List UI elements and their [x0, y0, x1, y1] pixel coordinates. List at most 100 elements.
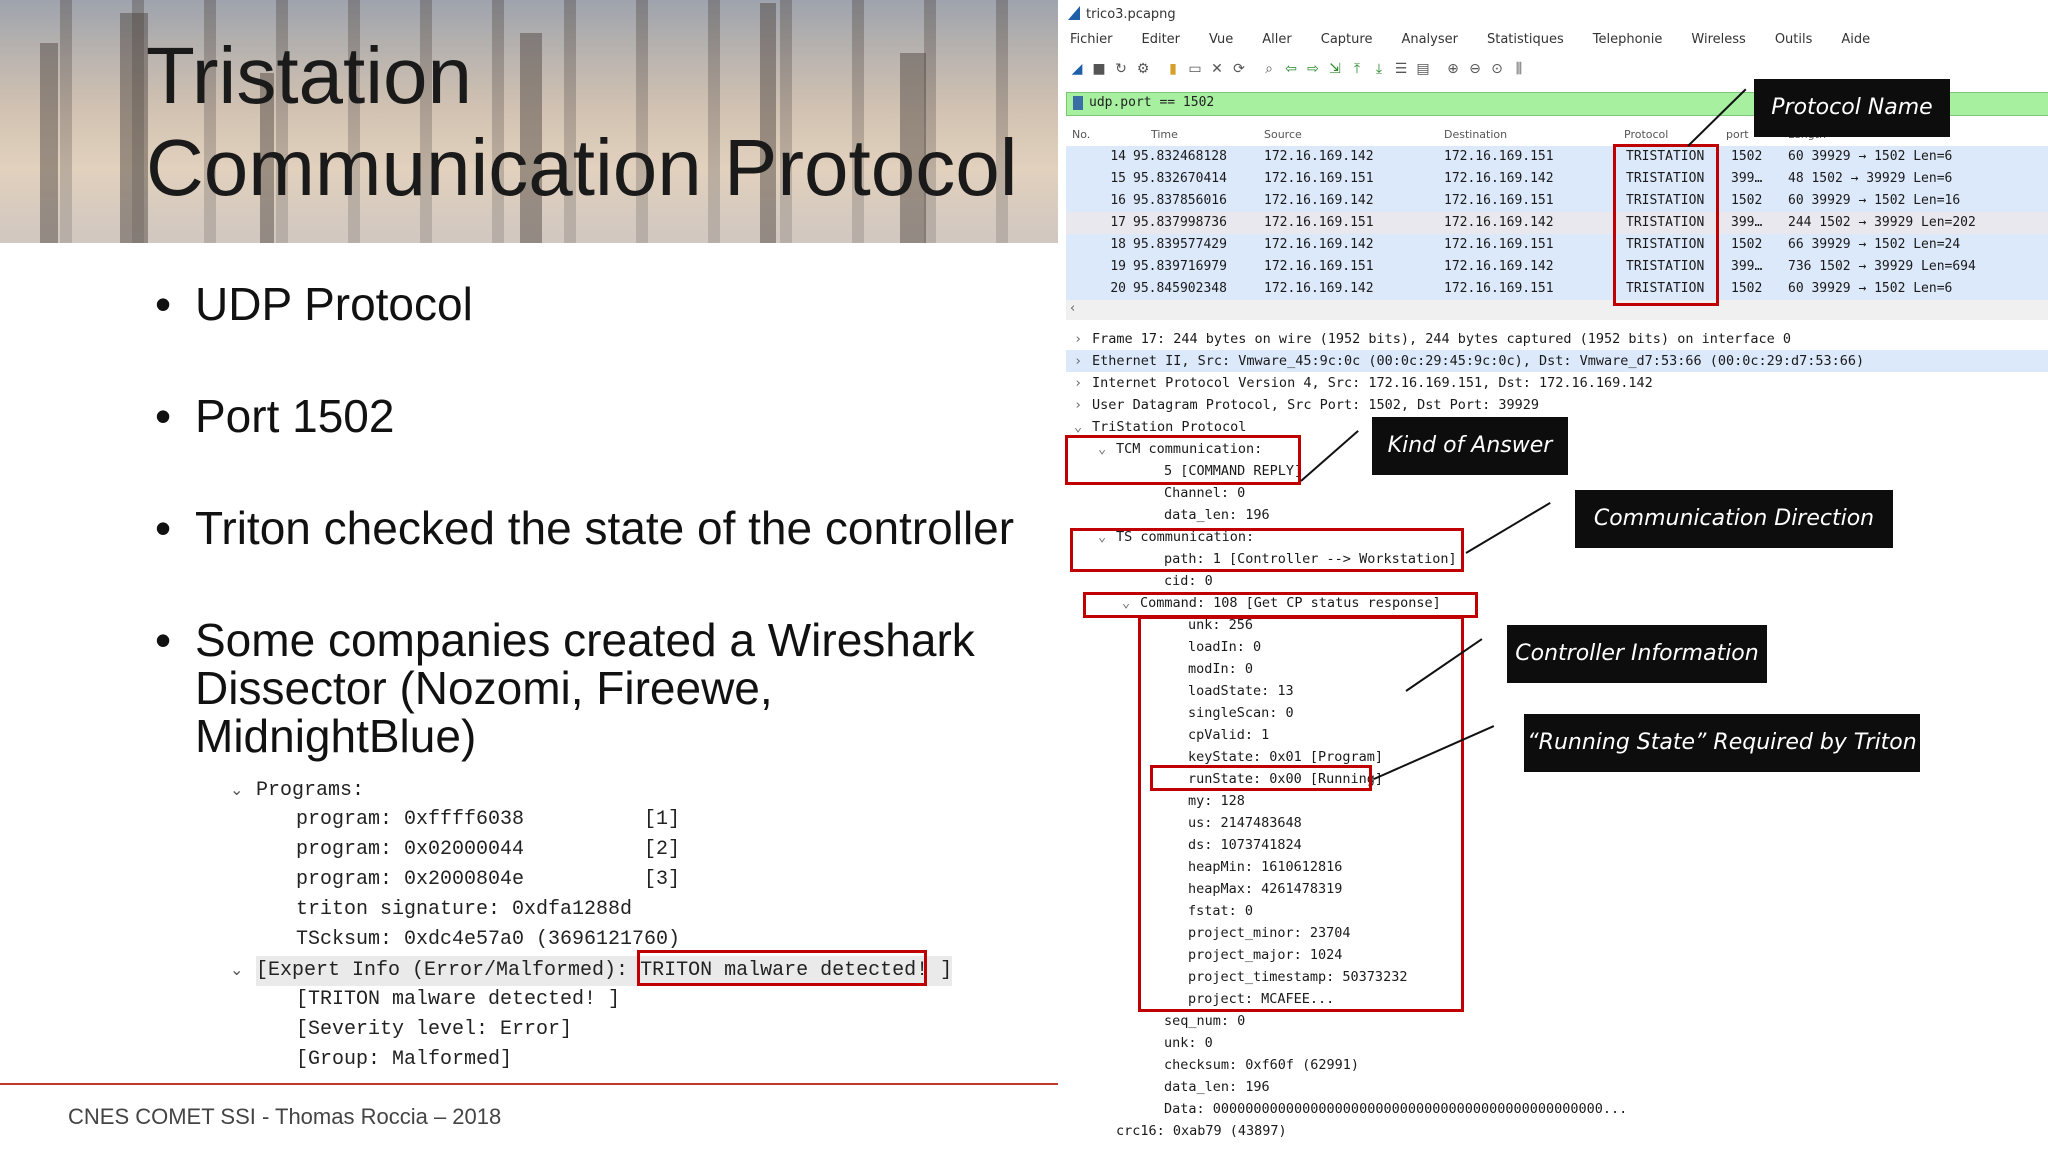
stop-capture-icon[interactable]: ■: [1092, 61, 1106, 77]
detail-tree-leaf[interactable]: path: 1 [Controller --> Workstation]: [1066, 548, 2048, 570]
column-header-time[interactable]: Time: [1151, 128, 1178, 141]
expert-info-node[interactable]: ⌄[Expert Info (Error/Malformed): TRITON …: [230, 955, 970, 986]
detail-tree-leaf[interactable]: project_timestamp: 50373232: [1066, 966, 2048, 988]
horizontal-scrollbar[interactable]: ‹: [1066, 300, 2048, 320]
detail-tree-leaf[interactable]: us: 2147483648: [1066, 812, 2048, 834]
detail-tree-leaf[interactable]: modIn: 0: [1066, 658, 2048, 680]
menu-analyser[interactable]: Analyser: [1401, 32, 1458, 47]
zoom-reset-icon[interactable]: ⊙: [1491, 61, 1503, 77]
close-file-icon[interactable]: ✕: [1211, 61, 1223, 77]
restart-capture-icon[interactable]: ↻: [1115, 61, 1127, 77]
detail-tree-leaf[interactable]: runState: 0x00 [Running]: [1066, 768, 2048, 790]
detail-tree-leaf[interactable]: heapMax: 4261478319: [1066, 878, 2048, 900]
detail-tree-leaf[interactable]: project: MCAFEE...: [1066, 988, 2048, 1010]
menu-vue[interactable]: Vue: [1209, 32, 1234, 47]
detail-tree-leaf[interactable]: unk: 256: [1066, 614, 2048, 636]
go-to-packet-icon[interactable]: ⇲: [1329, 61, 1341, 77]
menu-capture[interactable]: Capture: [1320, 32, 1373, 47]
detail-tree-leaf[interactable]: project_major: 1024: [1066, 944, 2048, 966]
save-file-icon[interactable]: ▭: [1188, 61, 1202, 77]
start-capture-icon[interactable]: ◢: [1071, 61, 1083, 77]
menu-outils[interactable]: Outils: [1774, 32, 1813, 47]
detail-tree-leaf[interactable]: fstat: 0: [1066, 900, 2048, 922]
detail-text: Ethernet II, Src: Vmware_45:9c:0c (00:0c…: [1092, 353, 1865, 369]
menu-aller[interactable]: Aller: [1262, 32, 1292, 47]
chevron-right-icon[interactable]: ›: [1074, 375, 1083, 391]
detail-tree-leaf[interactable]: project_minor: 23704: [1066, 922, 2048, 944]
detail-tree-node[interactable]: ›Internet Protocol Version 4, Src: 172.1…: [1066, 372, 2048, 394]
bookmark-icon[interactable]: [1073, 96, 1083, 110]
detail-tree-leaf[interactable]: data_len: 196: [1066, 504, 2048, 526]
detail-tree-node[interactable]: ⌄TCM communication:: [1066, 438, 2048, 460]
tree-node[interactable]: ⌄Programs:: [230, 775, 970, 805]
detail-tree-node[interactable]: ⌄TS communication:: [1066, 526, 2048, 548]
find-packet-icon[interactable]: ⌕: [1265, 61, 1273, 77]
chevron-right-icon[interactable]: ›: [1074, 353, 1083, 369]
detail-tree-leaf[interactable]: heapMin: 1610612816: [1066, 856, 2048, 878]
detail-tree-leaf[interactable]: cpValid: 1: [1066, 724, 2048, 746]
detail-tree-node[interactable]: › Ethernet II, Src: Vmware_45:9c:0c (00:0…: [1066, 350, 2048, 372]
detail-tree-leaf[interactable]: keyState: 0x01 [Program]: [1066, 746, 2048, 768]
detail-tree-leaf[interactable]: unk: 0: [1066, 1032, 2048, 1054]
zoom-out-icon[interactable]: ⊖: [1469, 61, 1481, 77]
reload-icon[interactable]: ⟳: [1233, 61, 1245, 77]
capture-options-icon[interactable]: ⚙: [1136, 61, 1150, 77]
zoom-in-icon[interactable]: ⊕: [1447, 61, 1459, 77]
detail-tree-node[interactable]: ⌄Command: 108 [Get CP status response]: [1066, 592, 2048, 614]
resize-columns-icon[interactable]: ⫼: [1515, 61, 1523, 77]
detail-tree-node[interactable]: ⌄TriStation Protocol: [1066, 416, 2048, 438]
menu-editer[interactable]: Editer: [1141, 32, 1181, 47]
callout-communication-direction: Communication Direction: [1575, 490, 1893, 548]
detail-tree-leaf[interactable]: loadState: 13: [1066, 680, 2048, 702]
detail-tree-leaf[interactable]: loadIn: 0: [1066, 636, 2048, 658]
chevron-right-icon[interactable]: ›: [1074, 331, 1083, 347]
detail-tree-leaf[interactable]: singleScan: 0: [1066, 702, 2048, 724]
chevron-down-icon[interactable]: ⌄: [230, 780, 244, 799]
autoscroll-icon[interactable]: ☰: [1394, 61, 1408, 77]
display-filter-input[interactable]: udp.port == 1502: [1089, 95, 1215, 110]
detail-tree-leaf[interactable]: crc16: 0xab79 (43897): [1066, 1120, 2048, 1142]
detail-tree-leaf[interactable]: ds: 1073741824: [1066, 834, 2048, 856]
detail-tree-node[interactable]: ›User Datagram Protocol, Src Port: 1502,…: [1066, 394, 2048, 416]
detail-tree-leaf[interactable]: seq_num: 0: [1066, 1010, 2048, 1032]
detail-tree-leaf[interactable]: data_len: 196: [1066, 1076, 2048, 1098]
chevron-right-icon[interactable]: ›: [1074, 397, 1083, 413]
menu-telephonie[interactable]: Telephonie: [1592, 32, 1663, 47]
detail-tree-leaf[interactable]: Data: 0000000000000000000000000000000000…: [1066, 1098, 2048, 1120]
column-header-destination[interactable]: Destination: [1444, 128, 1508, 141]
go-forward-icon[interactable]: ⇨: [1307, 61, 1319, 77]
open-file-icon[interactable]: ▮: [1169, 61, 1177, 77]
chevron-down-icon[interactable]: ⌄: [1098, 441, 1107, 457]
detail-tree-leaf[interactable]: Channel: 0: [1066, 482, 2048, 504]
chevron-down-icon[interactable]: ⌄: [1074, 419, 1083, 435]
detail-tree-leaf[interactable]: checksum: 0xf60f (62991): [1066, 1054, 2048, 1076]
packet-time: 95.845902348: [1133, 281, 1227, 296]
detail-tree-leaf[interactable]: cid: 0: [1066, 570, 2048, 592]
detail-tree-node[interactable]: ›Frame 17: 244 bytes on wire (1952 bits)…: [1066, 328, 2048, 350]
go-back-icon[interactable]: ⇦: [1285, 61, 1297, 77]
scroll-left-icon[interactable]: ‹: [1070, 301, 1076, 316]
chevron-down-icon[interactable]: ⌄: [230, 960, 244, 979]
menu-wireless[interactable]: Wireless: [1691, 32, 1746, 47]
colorize-icon[interactable]: ▤: [1416, 61, 1430, 77]
first-packet-icon[interactable]: ⤒: [1353, 61, 1361, 77]
menu-aide[interactable]: Aide: [1841, 32, 1871, 47]
detail-tree-leaf[interactable]: 5 [COMMAND REPLY]: [1066, 460, 2048, 482]
detail-tree-leaf[interactable]: my: 128: [1066, 790, 2048, 812]
column-header-no[interactable]: No.: [1072, 128, 1091, 141]
column-header-protocol[interactable]: Protocol: [1624, 128, 1669, 141]
chevron-down-icon[interactable]: ⌄: [1098, 529, 1107, 545]
column-header-port[interactable]: port: [1726, 128, 1749, 141]
chevron-down-icon[interactable]: ⌄: [1122, 595, 1131, 611]
last-packet-icon[interactable]: ⤓: [1375, 61, 1383, 77]
menu-statistiques[interactable]: Statistiques: [1486, 32, 1564, 47]
column-header-source[interactable]: Source: [1264, 128, 1302, 141]
menu-fichier[interactable]: Fichier: [1070, 32, 1113, 47]
